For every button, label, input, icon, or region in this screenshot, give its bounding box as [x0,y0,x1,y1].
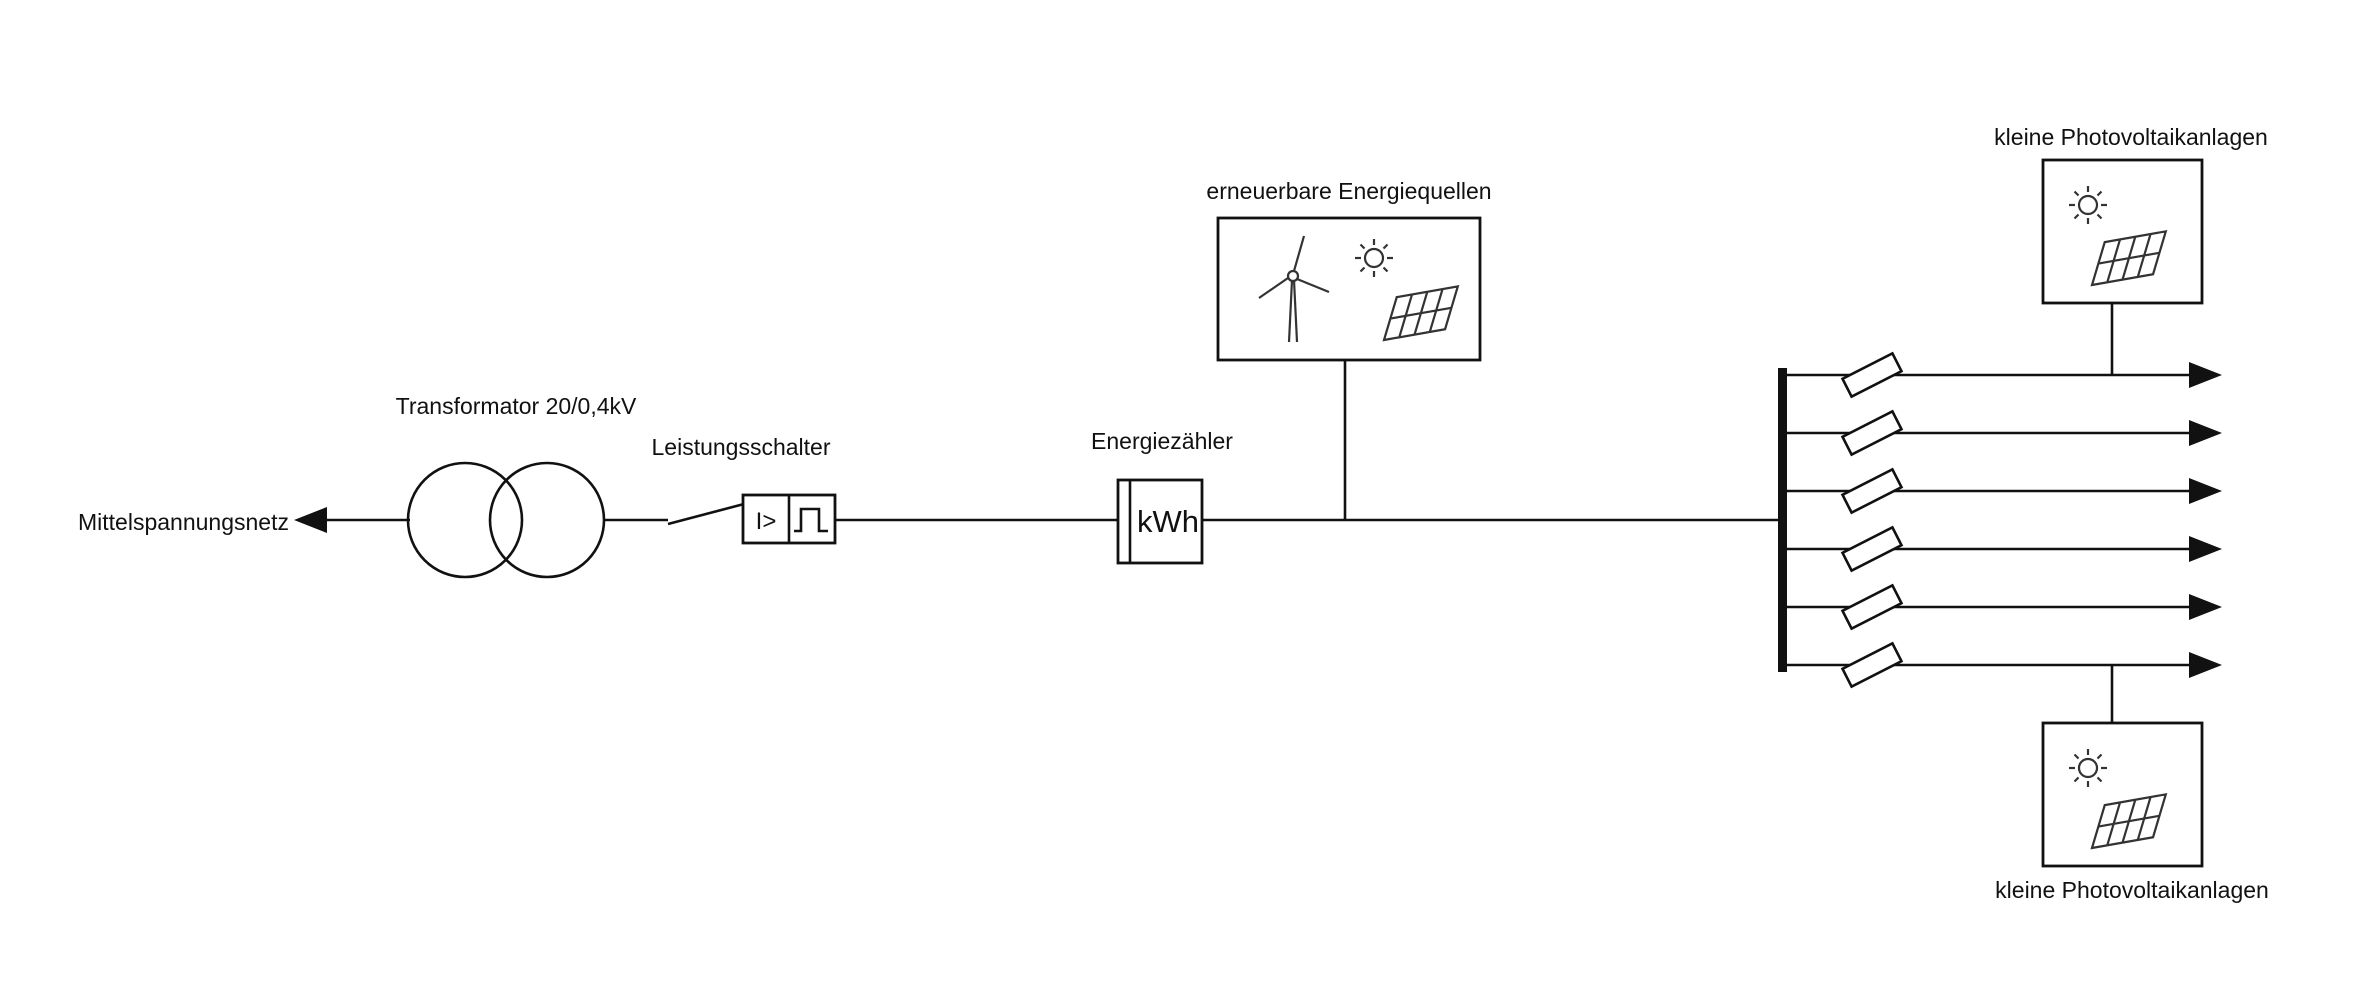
renewables-label: erneuerbare Energiequellen [1206,178,1491,204]
feeder-arrow-icon [2189,478,2222,504]
transformer-label: Transformator 20/0,4kV [396,393,637,419]
pv-top-label: kleine Photovoltaikanlagen [1994,124,2268,150]
fuse-icon [1841,526,1903,572]
feeder-arrow-icon [2189,536,2222,562]
fuse-icon [1841,584,1903,630]
low-voltage-busbar [1778,368,1787,672]
grid-label: Mittelspannungsnetz [78,509,289,535]
overcurrent-release-symbol: I> [756,508,777,535]
feeder-line [1782,410,2222,456]
feeder-arrow-icon [2189,420,2222,446]
fuse-icon [1841,468,1903,514]
feeder-line [1782,584,2222,630]
transformer-symbol: Transformator 20/0,4kV [396,393,637,579]
feeder-line [1782,526,2222,572]
pulse-release-icon [794,507,828,533]
renewable-sources-box: erneuerbare Energiequellen [1206,178,1492,520]
pv-bottom-label: kleine Photovoltaikanlagen [1995,877,2269,903]
breaker-label: Leistungsschalter [652,434,831,460]
feeder-arrow-icon [2189,594,2222,620]
fuse-icon [1841,410,1903,456]
fuse-icon [1841,642,1903,688]
energy-meter-symbol: Energiezähler kWh [1091,428,1782,565]
meter-label: Energiezähler [1091,428,1233,454]
medium-voltage-grid: Mittelspannungsnetz [78,507,410,535]
circuit-breaker-symbol: Leistungsschalter I> [604,434,1118,545]
grid-arrow-icon [294,507,327,533]
feeder-line [1782,352,2222,398]
fuse-icon [1841,352,1903,398]
pv-system-bottom: kleine Photovoltaikanlagen [1995,665,2269,903]
feeder-line [1782,468,2222,514]
feeder-group [1782,352,2222,688]
pv-system-top: kleine Photovoltaikanlagen [1994,124,2268,375]
feeder-arrow-icon [2189,652,2222,678]
feeder-arrow-icon [2189,362,2222,388]
feeder-line [1782,642,2222,688]
meter-unit-label: kWh [1137,504,1199,539]
